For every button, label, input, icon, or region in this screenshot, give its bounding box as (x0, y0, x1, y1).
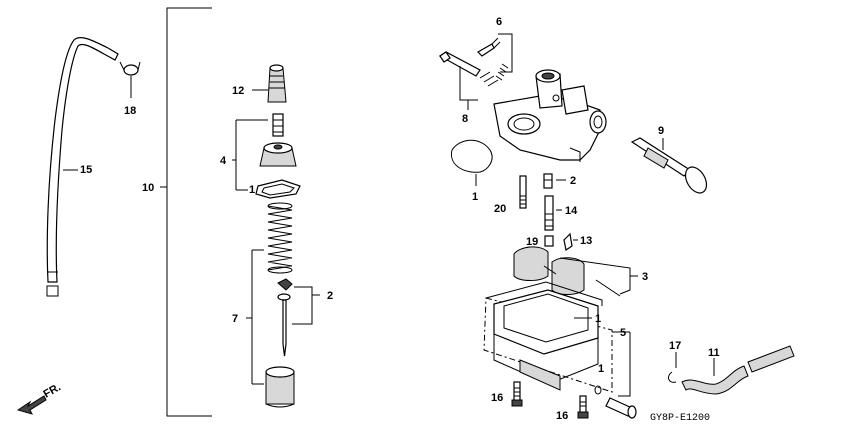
o-ring-1-small (594, 385, 602, 395)
choke-9 (630, 137, 708, 194)
jet-19 (544, 235, 554, 247)
o-ring-1 (450, 139, 493, 173)
top-cap-4 (259, 113, 297, 167)
screw-8 (438, 51, 499, 87)
callout-1-gasket: 1 (595, 313, 601, 325)
callout-20: 20 (494, 203, 506, 215)
hose-11 (681, 345, 795, 395)
drain-screw (605, 397, 637, 419)
jet-2 (543, 173, 553, 189)
callout-5: 5 (620, 327, 626, 339)
callout-1-top: 1 (249, 184, 255, 196)
throttle-valve (265, 366, 295, 408)
callout-14: 14 (565, 205, 578, 217)
callout-1-oring: 1 (472, 191, 478, 203)
clip-18 (119, 61, 141, 98)
callout-15: 15 (80, 164, 92, 176)
callout-2-left: 2 (327, 290, 333, 302)
float-chamber (493, 289, 599, 391)
callout-9: 9 (658, 125, 664, 137)
screw-16-a (511, 381, 523, 407)
callout-16-a: 16 (491, 392, 503, 404)
needle-clip-2 (277, 278, 293, 301)
callout-2-right: 2 (570, 175, 576, 187)
callout-8: 8 (462, 113, 468, 125)
cap-12 (267, 64, 287, 103)
callout-6: 6 (496, 16, 502, 28)
gasket-1-top (255, 179, 301, 199)
callout-10: 10 (142, 182, 154, 194)
front-direction-arrow-icon (16, 395, 47, 415)
callout-1-small: 1 (598, 363, 604, 375)
tube-15 (46, 36, 119, 297)
jet-13 (563, 232, 573, 251)
needle-jet-20 (519, 175, 527, 209)
screw-6 (477, 37, 509, 81)
callout-19: 19 (526, 236, 538, 248)
callout-18: 18 (124, 105, 136, 117)
jet-needle (282, 299, 287, 357)
callout-4: 4 (220, 155, 227, 167)
group-bracket-10 (166, 7, 212, 417)
screw-16-b (577, 395, 589, 419)
main-jet-14 (544, 195, 554, 231)
throttle-spring (267, 202, 293, 274)
callout-3: 3 (642, 271, 648, 283)
callout-17: 17 (669, 340, 681, 352)
diagram-code: GY8P-E1200 (650, 413, 710, 424)
clip-17 (668, 352, 677, 383)
carburetor-body (493, 69, 607, 162)
callout-16-b: 16 (556, 410, 568, 422)
callout-13: 13 (580, 235, 592, 247)
callout-7: 7 (232, 313, 238, 325)
direction-label: FR. (42, 381, 63, 400)
callout-12: 12 (232, 85, 244, 97)
callout-11: 11 (708, 347, 720, 359)
gasket-1-chamber (485, 281, 603, 306)
